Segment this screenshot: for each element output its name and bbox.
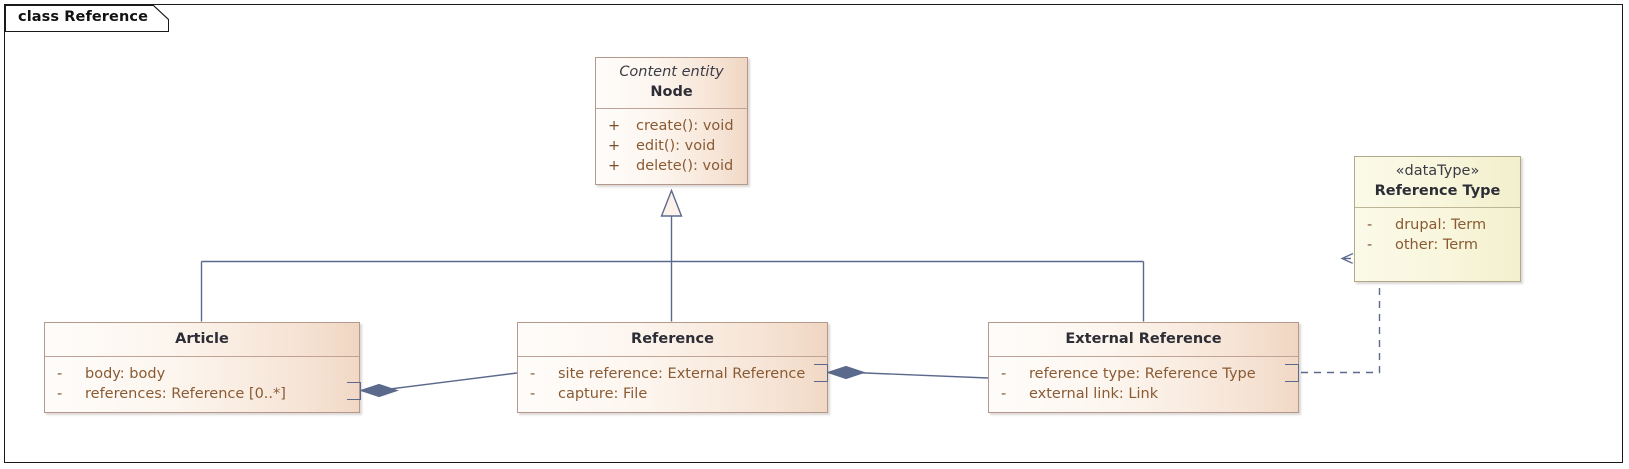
class-node-stereotype: Content entity — [619, 64, 724, 80]
attribute-row: - external link: Link — [995, 384, 1292, 404]
class-reference-type-header: «dataType» Reference Type — [1355, 157, 1520, 208]
operation-row: + edit(): void — [602, 136, 741, 156]
attribute-signature: reference type: Reference Type — [1029, 366, 1256, 382]
class-external-reference[interactable]: External Reference - reference type: Ref… — [988, 322, 1299, 413]
role-port-external-reference — [1285, 364, 1299, 382]
attribute-signature: references: Reference [0..*] — [85, 386, 286, 402]
operation-signature: create(): void — [636, 118, 734, 134]
class-node-header: Content entity Node — [596, 58, 747, 109]
operation-signature: delete(): void — [636, 158, 734, 174]
diagram-title-label: class Reference — [18, 9, 149, 25]
attribute-row: - site reference: External Reference — [524, 364, 821, 384]
class-node[interactable]: Content entity Node + create(): void + e… — [595, 57, 748, 185]
class-article[interactable]: Article - body: body - references: Refer… — [44, 322, 360, 413]
visibility-marker: + — [608, 118, 621, 134]
operation-row: + create(): void — [602, 116, 741, 136]
visibility-marker: - — [57, 386, 63, 402]
attribute-signature: body: body — [85, 366, 166, 382]
class-reference[interactable]: Reference - site reference: External Ref… — [517, 322, 828, 413]
class-external-reference-header: External Reference — [989, 323, 1298, 357]
class-reference-attributes: - site reference: External Reference - c… — [518, 357, 827, 412]
class-external-reference-attributes: - reference type: Reference Type - exter… — [989, 357, 1298, 412]
attribute-signature: external link: Link — [1029, 386, 1159, 402]
visibility-marker: + — [608, 138, 621, 154]
visibility-marker: - — [57, 366, 63, 382]
visibility-marker: - — [530, 386, 536, 402]
attribute-row: - drupal: Term — [1361, 215, 1514, 235]
class-node-name: Node — [650, 84, 693, 100]
visibility-marker: + — [608, 158, 621, 174]
class-article-attributes: - body: body - references: Reference [0.… — [45, 357, 359, 412]
attribute-signature: site reference: External Reference — [558, 366, 806, 382]
class-reference-type-name: Reference Type — [1374, 183, 1501, 199]
attribute-row: - capture: File — [524, 384, 821, 404]
class-node-operations: + create(): void + edit(): void + delete… — [596, 109, 747, 184]
class-article-header: Article — [45, 323, 359, 357]
visibility-marker: - — [1367, 237, 1373, 253]
role-port-article — [347, 382, 361, 400]
role-port-reference — [814, 364, 828, 382]
title-tab-shape — [5, 5, 169, 32]
class-reference-type-attributes: - drupal: Term - other: Term — [1355, 208, 1520, 281]
class-reference-header: Reference — [518, 323, 827, 357]
attribute-signature: drupal: Term — [1395, 217, 1487, 233]
attribute-signature: capture: File — [558, 386, 648, 402]
attribute-signature: other: Term — [1395, 237, 1479, 253]
visibility-marker: - — [1001, 366, 1007, 382]
class-reference-type[interactable]: «dataType» Reference Type - drupal: Term… — [1354, 156, 1521, 282]
attribute-row: - other: Term — [1361, 235, 1514, 255]
operation-row: + delete(): void — [602, 156, 741, 176]
attribute-row: - references: Reference [0..*] — [51, 384, 353, 404]
class-external-reference-name: External Reference — [1065, 331, 1222, 347]
attribute-row: - reference type: Reference Type — [995, 364, 1292, 384]
visibility-marker: - — [1001, 386, 1007, 402]
visibility-marker: - — [1367, 217, 1373, 233]
class-reference-type-stereotype: «dataType» — [1395, 163, 1480, 179]
operation-signature: edit(): void — [636, 138, 716, 154]
class-article-name: Article — [175, 331, 229, 347]
class-reference-name: Reference — [631, 331, 714, 347]
attribute-row: - body: body — [51, 364, 353, 384]
visibility-marker: - — [530, 366, 536, 382]
